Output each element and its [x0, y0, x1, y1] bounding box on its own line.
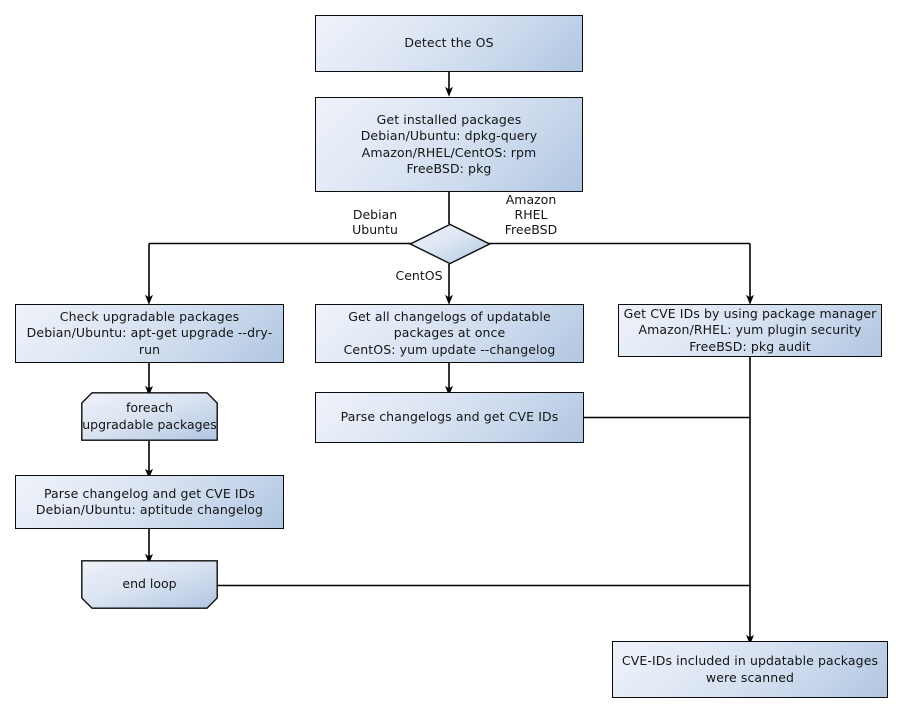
node-get-all-changelogs-label: Get all changelogs of updatable packages… — [343, 308, 556, 357]
node-end-loop[interactable]: end loop — [81, 560, 218, 609]
node-scanned-result[interactable]: CVE-IDs included in updatable packages w… — [612, 641, 888, 698]
node-parse-changelog-left[interactable]: Parse changelog and get CVE IDs Debian/U… — [15, 475, 284, 529]
node-get-all-changelogs[interactable]: Get all changelogs of updatable packages… — [315, 304, 584, 363]
node-check-upgradable-packages[interactable]: Check upgradable packages Debian/Ubuntu:… — [15, 304, 284, 363]
edge-label-debian-ubuntu: Debian Ubuntu — [352, 207, 398, 237]
node-parse-changelogs-center-label: Parse changelogs and get CVE IDs — [340, 409, 559, 425]
node-parse-changelog-left-label: Parse changelog and get CVE IDs Debian/U… — [35, 485, 264, 518]
node-parse-changelogs-center[interactable]: Parse changelogs and get CVE IDs — [315, 392, 584, 443]
loop-end-shape-icon — [81, 560, 218, 609]
node-end-loop-label: end loop — [122, 576, 177, 592]
node-get-installed-packages-label: Get installed packages Debian/Ubuntu: dp… — [360, 111, 538, 177]
node-foreach-upgradable-packages[interactable]: foreach upgradable packages — [81, 392, 218, 441]
node-foreach-upgradable-packages-label: foreach upgradable packages — [82, 400, 217, 432]
node-os-decision[interactable] — [408, 223, 492, 265]
node-check-upgradable-packages-label: Check upgradable packages Debian/Ubuntu:… — [26, 308, 273, 357]
node-get-installed-packages[interactable]: Get installed packages Debian/Ubuntu: dp… — [315, 97, 583, 192]
node-get-cve-ids-package-manager-label: Get CVE IDs by using package manager Ama… — [623, 305, 877, 354]
node-get-cve-ids-package-manager[interactable]: Get CVE IDs by using package manager Ama… — [618, 304, 882, 357]
loop-start-shape-icon — [81, 392, 218, 441]
edge-label-centos: CentOS — [395, 268, 443, 283]
diamond-shape-icon — [408, 223, 492, 265]
node-detect-os-label: Detect the OS — [404, 35, 494, 51]
node-scanned-result-label: CVE-IDs included in updatable packages w… — [621, 653, 879, 685]
node-detect-os[interactable]: Detect the OS — [315, 15, 583, 72]
edge-label-amazon-rhel-freebsd: Amazon RHEL FreeBSD — [504, 192, 558, 237]
